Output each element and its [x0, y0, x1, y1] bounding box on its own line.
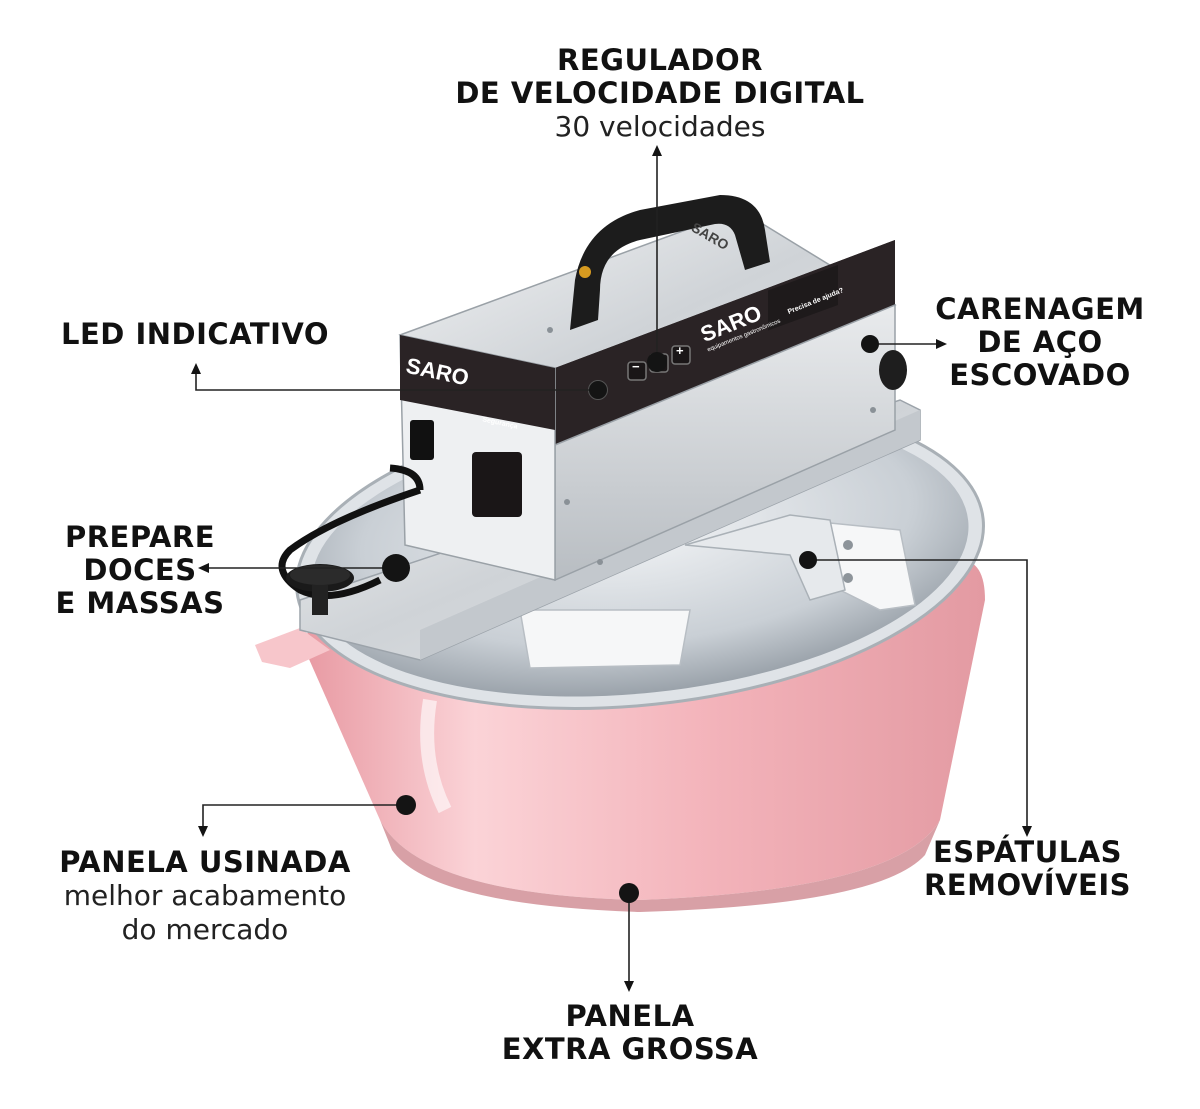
callout-carenagem-title3: ESCOVADO: [949, 358, 1131, 392]
arrow-carenagem: [936, 339, 947, 349]
plus-button-glyph: +: [676, 343, 684, 358]
callout-led-title: LED INDICATIVO: [60, 317, 329, 351]
callout-panela-usinada-title: PANELA USINADA: [59, 845, 351, 879]
callout-prepare-title1: PREPARE: [64, 520, 216, 554]
callout-panela-usinada: PANELA USINADA melhor acabamento do merc…: [35, 846, 375, 947]
marker-espatulas: [799, 551, 817, 569]
marker-led: [589, 381, 607, 399]
arrow-panela-grossa: [624, 981, 634, 992]
callout-panela-usinada-sub2: do mercado: [121, 913, 289, 946]
callout-regulador-title1: REGULADOR: [557, 43, 763, 77]
spatulas: [519, 514, 916, 669]
arrow-regulador: [652, 145, 662, 156]
callout-carenagem-title1: CARENAGEM: [935, 292, 1145, 326]
marker-prepare: [382, 554, 410, 582]
callout-prepare-title2: DOCES: [83, 553, 197, 587]
side-knob: [879, 350, 907, 390]
marker-carenagem: [861, 335, 879, 353]
leader-panela-usinada: [202, 804, 405, 830]
callout-panela-grossa-title2: EXTRA GROSSA: [501, 1032, 759, 1066]
callout-panela-usinada-sub1: melhor acabamento: [63, 879, 347, 912]
leader-espatulas: [808, 559, 1028, 830]
arrow-panela-usinada: [198, 826, 208, 837]
marker-panela-grossa: [619, 883, 639, 903]
callout-panela-grossa-title1: PANELA: [565, 999, 695, 1033]
arrow-prepare: [198, 563, 209, 573]
callout-led: LED INDICATIVO: [50, 318, 340, 351]
callout-espatulas: ESPÁTULAS REMOVÍVEIS: [910, 836, 1145, 902]
callout-prepare-title3: E MASSAS: [55, 586, 225, 620]
motor-housing: [398, 195, 897, 582]
marker-regulador: [647, 352, 667, 372]
callout-regulador: REGULADOR DE VELOCIDADE DIGITAL 30 veloc…: [430, 44, 890, 144]
leader-led: [195, 370, 598, 391]
callout-carenagem-title2: DE AÇO: [977, 325, 1103, 359]
arrow-espatulas: [1022, 826, 1032, 837]
callout-carenagem: CARENAGEM DE AÇO ESCOVADO: [920, 293, 1160, 392]
power-cable: [278, 464, 424, 600]
callout-espatulas-title2: REMOVÍVEIS: [923, 868, 1132, 902]
knob: [286, 564, 354, 615]
callout-regulador-sub: 30 velocidades: [554, 110, 766, 143]
callout-regulador-title2: DE VELOCIDADE DIGITAL: [455, 76, 865, 110]
arrow-led: [191, 363, 201, 374]
callout-panela-grossa: PANELA EXTRA GROSSA: [470, 1000, 790, 1066]
minus-button-glyph: −: [632, 359, 640, 374]
callout-espatulas-title1: ESPÁTULAS: [932, 835, 1123, 869]
callout-prepare: PREPARE DOCES E MASSAS: [45, 521, 235, 620]
marker-panela-usinada: [396, 795, 416, 815]
